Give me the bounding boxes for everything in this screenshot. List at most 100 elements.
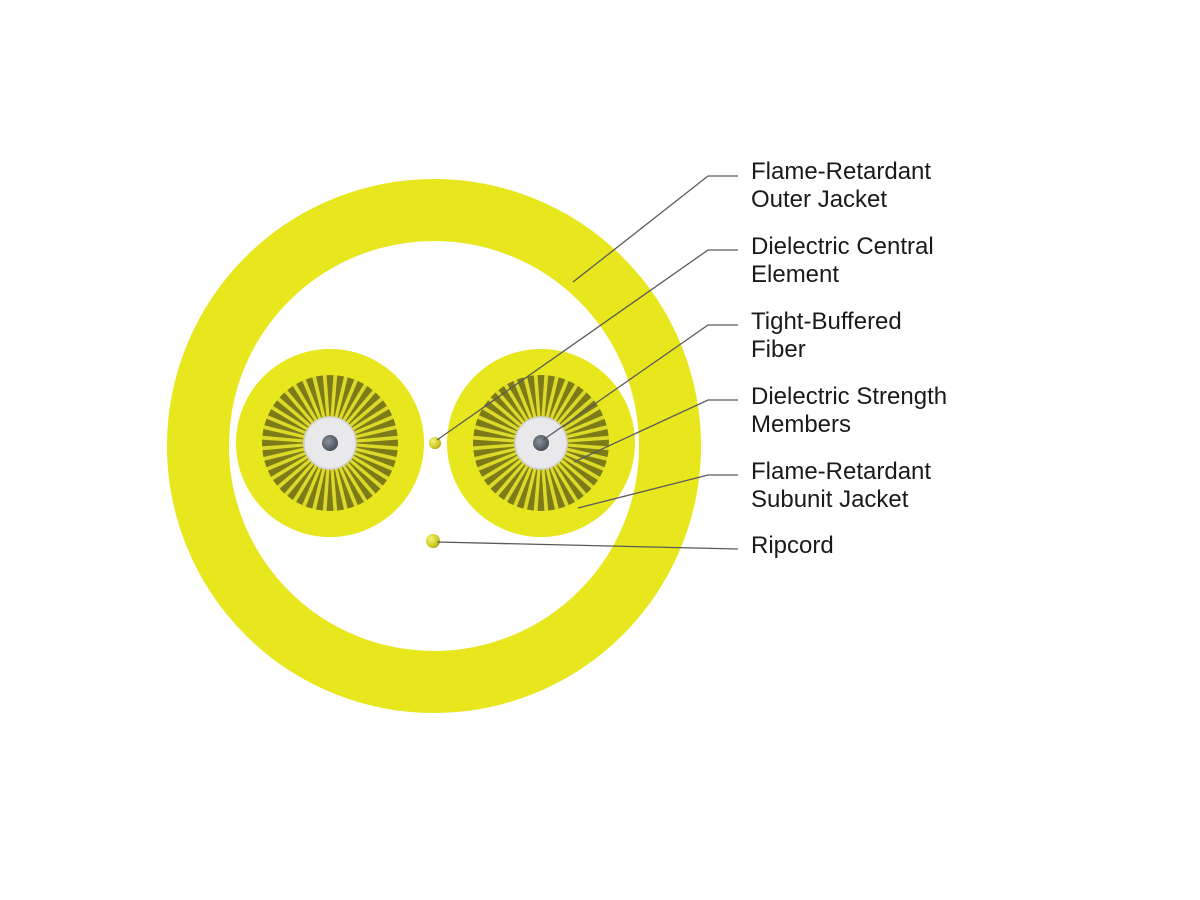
strength-member-yarn: [356, 429, 398, 440]
strength-member-yarn: [341, 380, 364, 420]
strength-member-yarn: [484, 400, 520, 428]
leader-ripcord: [436, 541, 739, 550]
strength-member-yarn: [355, 418, 396, 436]
strength-member-yarn: [355, 450, 396, 468]
strength-member-yarn: [273, 400, 309, 428]
strength-member-yarn: [279, 392, 312, 425]
strength-member-yarn: [326, 375, 334, 417]
strength-member-yarn: [484, 458, 520, 486]
label-line: Ripcord: [751, 532, 834, 559]
strength-member-yarn: [337, 377, 355, 418]
label-tight-buffered-fiber: Tight-Buffered Fiber: [751, 308, 1171, 364]
strength-member-yarn: [567, 446, 609, 457]
strength-member-yarn: [341, 466, 364, 506]
strength-member-yarn: [537, 375, 545, 417]
label-line: Tight-Buffered: [751, 308, 902, 335]
strength-member-yarn: [345, 464, 373, 500]
strength-member-yarn: [507, 380, 530, 420]
leader-strength-members: [573, 399, 738, 463]
strength-member-yarn: [353, 409, 393, 432]
strength-member-yarn: [478, 409, 518, 432]
strength-member-yarn: [475, 418, 516, 436]
strength-member-yarn: [351, 458, 387, 486]
strength-member-yarn: [473, 439, 515, 447]
fiber-core-left: [322, 435, 338, 451]
strength-member-yarn: [566, 450, 607, 468]
strength-member-yarn: [296, 380, 319, 420]
strength-member-yarn: [348, 392, 381, 425]
strength-member-yarn: [562, 458, 598, 486]
strength-member-yarn: [564, 454, 604, 477]
strength-member-yarn: [490, 461, 523, 494]
strength-member-yarn: [544, 469, 555, 511]
label-line: Members: [751, 411, 852, 438]
strength-member-yarn: [262, 429, 304, 440]
ripcord: [426, 534, 440, 548]
strength-member-yarn: [552, 380, 575, 420]
label-line: Element: [751, 261, 840, 288]
strength-member-yarn: [544, 375, 555, 417]
strength-member-yarn: [559, 461, 592, 494]
strength-member-yarn: [305, 377, 323, 418]
outer-jacket: [167, 179, 701, 713]
strength-member-yarn: [507, 466, 530, 506]
strength-member-yarn: [556, 386, 584, 422]
label-outer-jacket: Flame-Retardant Outer Jacket: [751, 158, 1171, 214]
strength-member-yarn: [564, 409, 604, 432]
subunit-left: [236, 349, 424, 537]
label-subunit-jacket: Flame-Retardant Subunit Jacket: [751, 458, 1171, 514]
strength-member-yarn: [566, 418, 607, 436]
strength-member-yarn: [326, 469, 334, 511]
strength-member-yarn: [316, 469, 327, 511]
strength-member-yarn: [353, 454, 393, 477]
strength-member-yarn: [348, 461, 381, 494]
label-line: Flame-Retardant: [751, 158, 932, 185]
strength-member-yarn: [351, 400, 387, 428]
strength-member-yarn: [527, 375, 538, 417]
label-line: Subunit Jacket: [751, 486, 909, 513]
label-line: Flame-Retardant: [751, 458, 932, 485]
leader-tight-fiber: [542, 324, 738, 441]
strength-member-yarn: [478, 454, 518, 477]
strength-member-yarn: [287, 386, 315, 422]
label-line: Fiber: [751, 336, 806, 363]
strength-member-yarn: [537, 469, 545, 511]
strength-member-yarn: [473, 429, 515, 440]
subunit-right: [447, 349, 635, 537]
label-strength-members: Dielectric Strength Members: [751, 383, 1171, 439]
strength-member-yarn: [475, 450, 516, 468]
strength-member-yarn: [273, 458, 309, 486]
strength-member-yarn: [552, 466, 575, 506]
leader-lines: [436, 175, 739, 550]
leader-outer-jacket: [572, 175, 738, 283]
strength-member-yarn: [262, 439, 304, 447]
label-line: Outer Jacket: [751, 186, 888, 213]
strength-member-yarn: [356, 446, 398, 457]
strength-member-yarn: [548, 468, 566, 509]
strength-member-yarn: [516, 468, 534, 509]
strength-member-yarn: [559, 392, 592, 425]
label-central-element: Dielectric Central Element: [751, 233, 1171, 289]
strength-member-yarn: [556, 464, 584, 500]
strength-member-yarn: [548, 377, 566, 418]
strength-member-yarn: [567, 439, 609, 447]
leader-subunit-jacket: [577, 474, 738, 509]
strength-member-yarn: [287, 464, 315, 500]
label-line: Dielectric Strength: [751, 383, 948, 410]
strength-member-yarn: [279, 461, 312, 494]
strength-member-yarn: [490, 392, 523, 425]
strength-member-yarn: [305, 468, 323, 509]
label-ripcord: Ripcord: [751, 532, 1171, 560]
strength-member-yarn: [333, 375, 344, 417]
strength-member-yarn: [264, 450, 305, 468]
strength-member-yarn: [527, 469, 538, 511]
strength-member-yarn: [316, 375, 327, 417]
strength-member-yarn: [498, 386, 526, 422]
label-line: Dielectric Central: [751, 233, 934, 260]
strength-member-yarn: [345, 386, 373, 422]
strength-member-yarn: [267, 454, 307, 477]
strength-member-yarn: [516, 377, 534, 418]
strength-member-yarn: [333, 469, 344, 511]
strength-member-yarn: [498, 464, 526, 500]
